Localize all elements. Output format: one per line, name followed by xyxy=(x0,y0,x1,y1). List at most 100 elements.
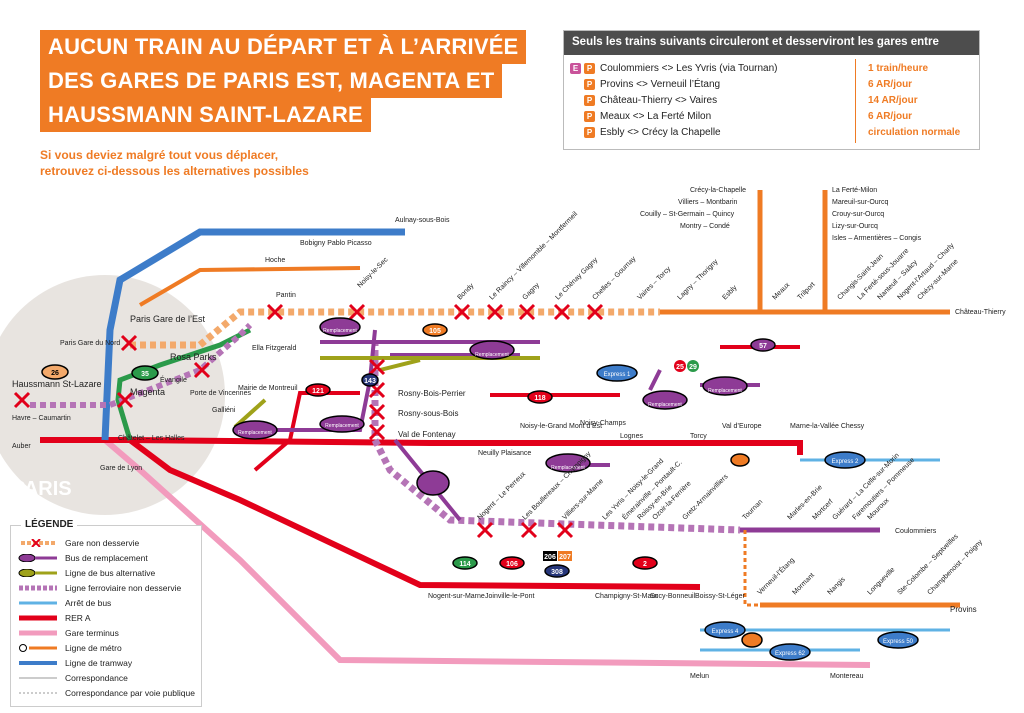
rer-a-line xyxy=(40,437,803,590)
replacement-bubble xyxy=(642,390,688,410)
express-bubble xyxy=(824,451,866,469)
service-row: P Esbly <> Crécy la Chapelle circulation… xyxy=(570,125,970,141)
legend: LÉGENDE Gare non desservie Bus de rempla… xyxy=(10,519,202,707)
station-label: Pantin xyxy=(276,292,296,299)
station-label: Lizy-sur-Ourcq xyxy=(832,223,878,230)
replacement-bus-icon xyxy=(18,554,57,562)
station-label: Mareuil-sur-Ourcq xyxy=(832,199,889,206)
line-p-unserved xyxy=(130,308,660,349)
station-label: Villiers-sur-Marne xyxy=(561,478,605,522)
bus-badge-308 xyxy=(544,564,570,578)
paris-zone xyxy=(0,275,225,515)
bus-badge-207-label: 207 xyxy=(559,554,571,561)
rer-e-unserved xyxy=(30,322,253,408)
express-bubble xyxy=(769,643,811,661)
station-label: Mortcerf xyxy=(811,498,834,521)
station-label: Paris Gare de l’Est xyxy=(130,314,206,324)
bus-badge-29 xyxy=(687,360,699,372)
station-label: Meaux xyxy=(771,281,791,301)
station-label: Montry – Condé xyxy=(680,223,730,230)
express-bubble-label: Express 4 xyxy=(712,629,739,635)
replacement-bubble-label: Remplacement xyxy=(323,328,357,334)
service-row: P Château-Thierry <> Vaires 14 AR/jour xyxy=(570,93,970,109)
service-route: Provins <> Verneuil l’Étang xyxy=(600,79,721,90)
service-frequency: 6 AR/jour xyxy=(868,79,913,90)
line-p-badge: P xyxy=(584,78,595,90)
legend-item: RER A xyxy=(15,611,200,625)
station-label: Lagny – Thorigny xyxy=(676,258,719,301)
subtitle-line-1: Si vous deviez malgré tout vous déplacer… xyxy=(40,148,279,162)
bus-badge-118-label: 118 xyxy=(534,395,545,402)
station-label: Sucy-Bonneuil xyxy=(650,593,696,600)
station-label: Torcy xyxy=(690,433,707,440)
metro-icon xyxy=(19,644,57,652)
station-label: Magenta xyxy=(130,387,165,397)
legend-item: Ligne ferroviaire non desservie xyxy=(15,581,200,595)
banner-line-2: DES GARES DE PARIS EST, MAGENTA ET xyxy=(40,64,503,98)
legend-title: LÉGENDE xyxy=(21,519,78,530)
orange-bus-line xyxy=(138,266,361,307)
legend-item: Gare terminus xyxy=(15,626,200,640)
verneuil-connection xyxy=(743,530,760,607)
bus-badge-26-label: 26 xyxy=(51,370,59,377)
legend-item: Ligne de métro xyxy=(15,641,200,655)
subtitle: Si vous deviez malgré tout vous déplacer… xyxy=(40,147,309,179)
station-label: Esbly xyxy=(721,284,738,301)
station-label: Joinville-le-Pont xyxy=(485,593,534,600)
replacement-bubble xyxy=(319,317,361,337)
station-label: Nogent – Le Perreux xyxy=(476,470,527,521)
service-route: Château-Thierry <> Vaires xyxy=(600,95,718,106)
station-label: Château-Thierry xyxy=(955,309,1006,316)
service-frequency: circulation normale xyxy=(868,127,961,138)
legend-item: Correspondance xyxy=(15,671,200,685)
replacement-badges: Remplacement Remplacement Remplacement R… xyxy=(232,317,748,496)
bus-badge-2-label: 2 xyxy=(643,561,647,568)
legend-item: Correspondance par voie publique xyxy=(15,686,200,700)
station-label: Paris Gare du Nord xyxy=(60,340,120,347)
rer-d-line xyxy=(103,437,871,668)
station-label: Marne-la-Vallée Chessy xyxy=(790,423,865,430)
legend-item: Ligne de tramway xyxy=(15,656,200,670)
station-label: Noisy-le-Sec xyxy=(356,256,389,289)
service-row: P Meaux <> La Ferté Milon 6 AR/jour xyxy=(570,109,970,125)
legend-item: Bus de remplacement xyxy=(15,551,200,565)
station-label: Val d’Europe xyxy=(722,423,762,430)
bus-badges: 26 35 121 105 143 118 57 25 29 114 106 2… xyxy=(41,323,776,578)
bus-stop-icon xyxy=(19,601,57,605)
station-label: Champigny-St-Maur xyxy=(595,593,658,600)
walking-connection-icon xyxy=(19,692,57,694)
replacement-bubble-label: Remplacement xyxy=(325,423,359,429)
bus-badge-35-label: 35 xyxy=(141,371,149,378)
station-label: Bondy xyxy=(456,282,475,301)
station-label: Rosny-sous-Bois xyxy=(398,409,458,418)
station-label: Galliéni xyxy=(212,407,236,414)
station-label: Hoche xyxy=(265,257,285,264)
station-label: Champbenoist – Poigny xyxy=(926,539,984,597)
station-label: Châtelet – Les Halles xyxy=(118,435,185,442)
bus-badge-114 xyxy=(452,556,478,570)
line-p-badge: P xyxy=(584,110,595,122)
station-label: Villiers – Montbarin xyxy=(678,199,738,206)
express-bubble xyxy=(877,631,919,649)
rer-a-icon xyxy=(19,615,57,621)
express-bubble-label: Express 62 xyxy=(775,651,806,657)
bus-badge-104 xyxy=(730,453,750,467)
bus-badge-308-label: 308 xyxy=(551,569,563,576)
station-label: Mairie de Montreuil xyxy=(238,385,298,392)
station-label: Coulommiers xyxy=(895,528,937,535)
station-label: Longueville xyxy=(866,566,896,596)
bus-badge-29-label: 29 xyxy=(689,364,697,371)
bus-badge-57-label: 57 xyxy=(759,343,767,350)
station-label: Nangis xyxy=(826,576,847,597)
replacement-bubble xyxy=(545,453,591,473)
station-label: Crécy-la-Chapelle xyxy=(690,187,746,194)
station-label: Vaires – Torcy xyxy=(636,265,672,301)
bus-badge-105 xyxy=(422,323,448,337)
station-label: Rosa Parks xyxy=(170,352,217,362)
red-bus-line xyxy=(253,391,360,472)
blue-line xyxy=(101,228,405,441)
service-frequency: 6 AR/jour xyxy=(868,111,913,122)
express-badges: Express 1 Express 2 Express 4 Express 62… xyxy=(596,364,919,661)
station-label: Verneuil-l’Étang xyxy=(755,555,796,596)
